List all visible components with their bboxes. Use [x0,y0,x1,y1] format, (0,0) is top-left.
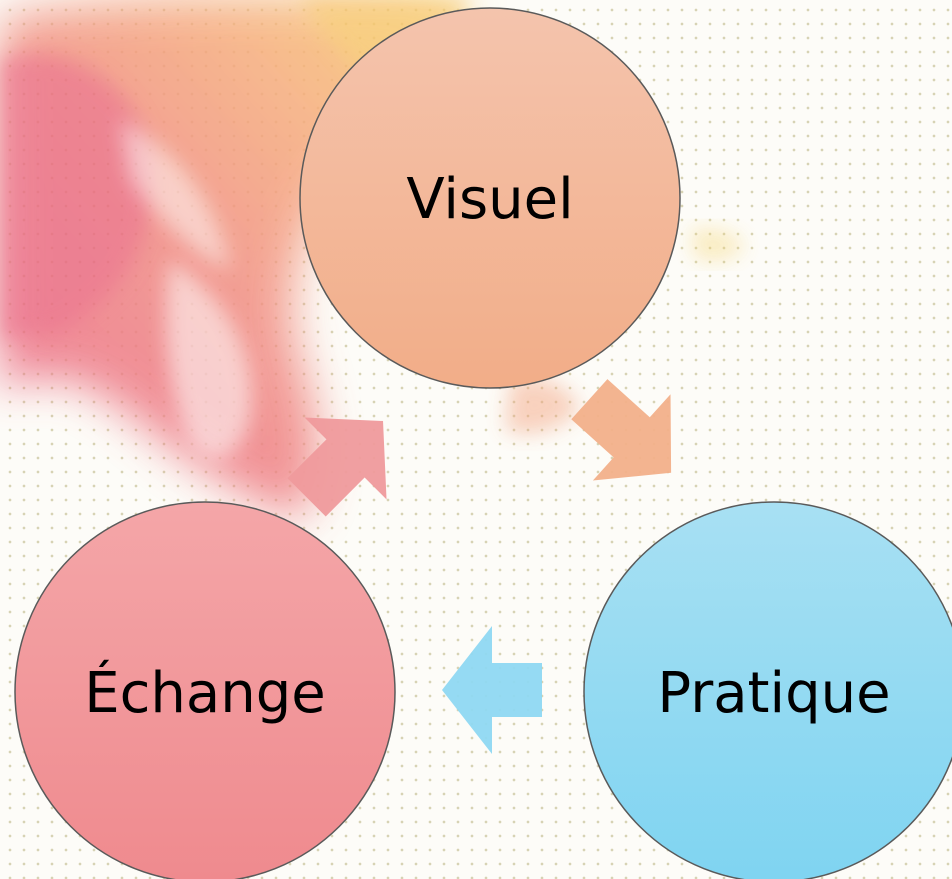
node-pratique: Pratique [583,501,952,879]
arrow-visuel-to-pratique [571,379,672,481]
arrow-pratique-to-echange [442,626,542,754]
node-echange-label: Échange [84,661,325,726]
arrow-echange-to-visuel [287,417,387,517]
node-pratique-label: Pratique [657,661,890,726]
node-visuel-label: Visuel [406,167,573,232]
node-echange: Échange [14,501,396,879]
node-visuel: Visuel [299,7,681,389]
